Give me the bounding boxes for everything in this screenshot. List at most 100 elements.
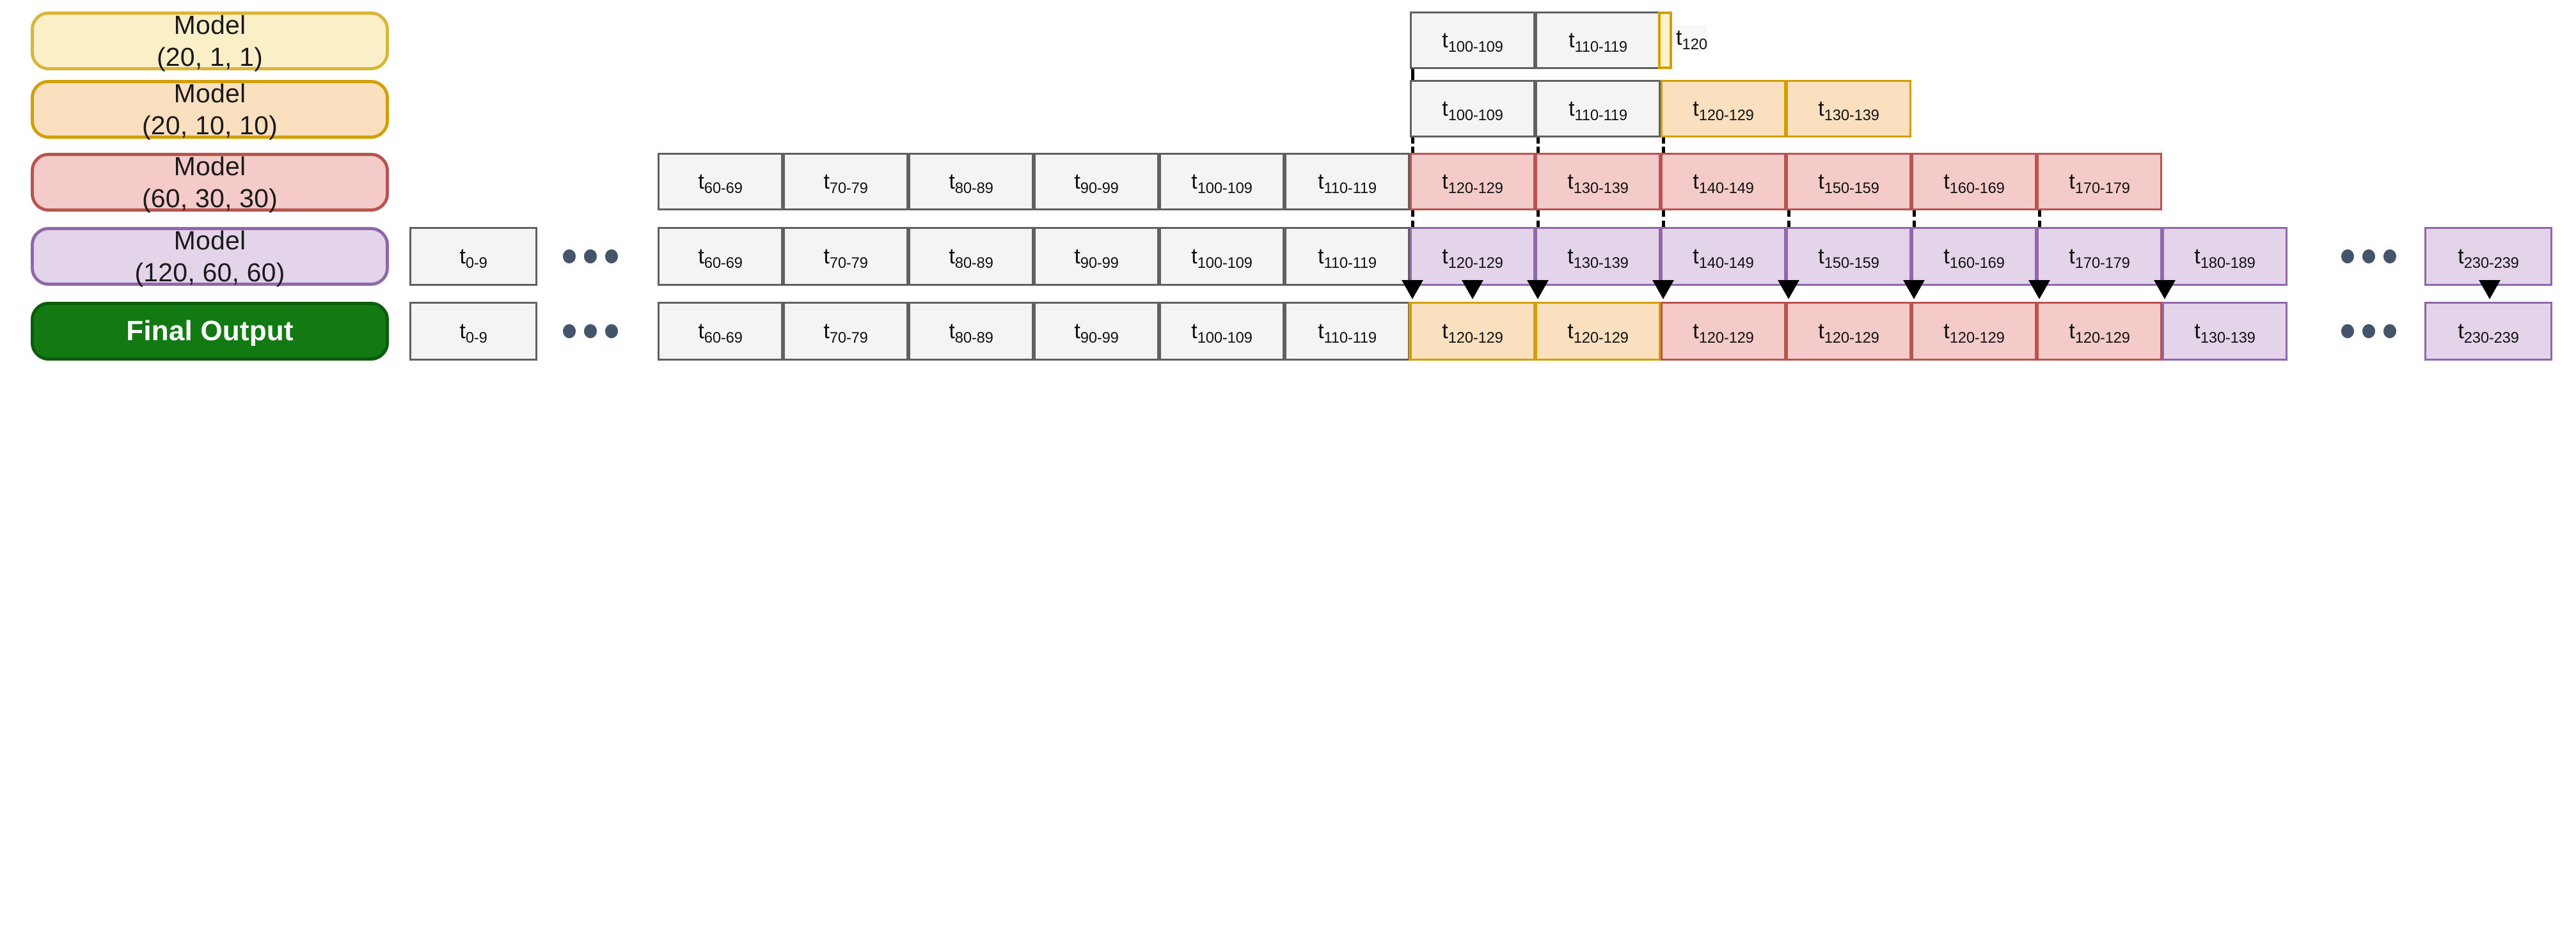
row-label-model-20-10-10[interactable]: Model (20, 10, 10) bbox=[31, 78, 389, 140]
token-label: t70-79 bbox=[823, 244, 868, 272]
token-label: t100-109 bbox=[1191, 169, 1252, 197]
cell-r2-c0: t100-109 bbox=[1410, 80, 1535, 137]
token-label: t140-149 bbox=[1693, 244, 1754, 272]
connector-r2-to-r3-1 bbox=[1537, 137, 1540, 153]
token-label: t180-189 bbox=[2194, 244, 2256, 272]
cell-r4-c2: t80-89 bbox=[908, 227, 1034, 286]
token-label: t130-139 bbox=[1818, 96, 1879, 124]
connector-r3-to-r4-4 bbox=[1913, 210, 1916, 227]
row-label-final-output[interactable]: Final Output bbox=[31, 302, 389, 361]
cell-r4-c11: t170-179 bbox=[2037, 227, 2162, 286]
row-label-model-120-60-60[interactable]: Model (120, 60, 60) bbox=[31, 226, 389, 287]
connector-r2-to-r3-a bbox=[1411, 137, 1414, 153]
cell-r1-c1: t110-119 bbox=[1535, 12, 1661, 69]
token-label: t160-169 bbox=[1943, 244, 2005, 272]
cell-r4-c7: t130-139 bbox=[1535, 227, 1661, 286]
cell-r5-c8: t120-129 bbox=[1535, 302, 1661, 361]
token-label: t170-179 bbox=[2069, 244, 2130, 272]
token-label: t120-129 bbox=[1442, 169, 1503, 197]
token-label: t100-109 bbox=[1442, 96, 1503, 124]
cell-r4-c0: t60-69 bbox=[658, 227, 783, 286]
cell-r5-c11: t120-129 bbox=[1911, 302, 2037, 361]
token-label: t80-89 bbox=[949, 244, 993, 272]
token-label: t0-9 bbox=[459, 244, 487, 272]
cell-r4-c3: t90-99 bbox=[1034, 227, 1159, 286]
cell-r5-lead: t0-9 bbox=[409, 302, 537, 361]
token-label: t160-169 bbox=[1943, 169, 2005, 197]
connector-r3-to-r4-2 bbox=[1662, 210, 1665, 227]
token-label: t130-139 bbox=[1567, 244, 1629, 272]
row-label-text: Final Output bbox=[126, 315, 294, 347]
arrowhead-4 bbox=[1778, 280, 1799, 299]
token-label: t80-89 bbox=[949, 169, 993, 197]
token-label: t110-119 bbox=[1318, 169, 1377, 197]
cell-r5-c1: t70-79 bbox=[783, 302, 908, 361]
cell-r4-lead: t0-9 bbox=[409, 227, 537, 286]
cell-r4-c5: t110-119 bbox=[1284, 227, 1410, 286]
cell-r4-c6: t120-129 bbox=[1410, 227, 1535, 286]
cell-r5-c13: t130-139 bbox=[2162, 302, 2288, 361]
token-label: t100-109 bbox=[1191, 244, 1252, 272]
cell-r3-c10: t160-169 bbox=[1911, 153, 2037, 210]
token-label: t110-119 bbox=[1318, 244, 1377, 272]
connector-r3-to-r4-5 bbox=[2038, 210, 2041, 227]
arrowhead-6 bbox=[2028, 280, 2050, 299]
token-label: t120-129 bbox=[2069, 318, 2130, 347]
cell-r4-c8: t140-149 bbox=[1661, 227, 1786, 286]
row-label-text: Model (20, 1, 1) bbox=[156, 10, 264, 72]
token-label: t230-239 bbox=[2458, 318, 2519, 347]
token-label: t170-179 bbox=[2069, 169, 2130, 197]
loose-token-label-t120: t120 bbox=[1676, 26, 1708, 54]
arrowhead-5 bbox=[1903, 280, 1925, 299]
token-label: t0-9 bbox=[459, 318, 487, 347]
token-label: t90-99 bbox=[1074, 318, 1119, 347]
token-label: t120-129 bbox=[1693, 318, 1754, 347]
cell-r5-c9: t120-129 bbox=[1661, 302, 1786, 361]
ellipsis-r5-right bbox=[2341, 324, 2396, 338]
cell-r3-c8: t140-149 bbox=[1661, 153, 1786, 210]
row-label-model-60-30-30[interactable]: Model (60, 30, 30) bbox=[31, 152, 389, 213]
arrowhead-3 bbox=[1652, 280, 1674, 299]
ellipsis-r4-right bbox=[2341, 249, 2396, 263]
row-label-model-20-1-1[interactable]: Model (20, 1, 1) bbox=[31, 10, 389, 72]
token-label: t110-119 bbox=[1318, 318, 1377, 347]
token-label: t140-149 bbox=[1693, 169, 1754, 197]
cell-r3-c0: t60-69 bbox=[658, 153, 783, 210]
token-label: t110-119 bbox=[1569, 96, 1627, 124]
cell-r3-c7: t130-139 bbox=[1535, 153, 1661, 210]
cell-r5-c12: t120-129 bbox=[2037, 302, 2162, 361]
ellipsis-r5-left bbox=[563, 324, 618, 338]
cell-r3-c11: t170-179 bbox=[2037, 153, 2162, 210]
cell-r4-c9: t150-159 bbox=[1786, 227, 1911, 286]
token-label: t100-109 bbox=[1191, 318, 1252, 347]
arrowhead-7 bbox=[2154, 280, 2176, 299]
cell-r3-c9: t150-159 bbox=[1786, 153, 1911, 210]
cell-r2-c2: t120-129 bbox=[1661, 80, 1786, 137]
token-label: t70-79 bbox=[823, 169, 868, 197]
token-label: t130-139 bbox=[1567, 169, 1629, 197]
cell-r4-c12: t180-189 bbox=[2162, 227, 2288, 286]
token-label: t90-99 bbox=[1074, 244, 1119, 272]
cell-r5-c10: t120-129 bbox=[1786, 302, 1911, 361]
cell-r3-c6: t120-129 bbox=[1410, 153, 1535, 210]
token-label: t120-129 bbox=[1442, 318, 1503, 347]
token-label: t120-129 bbox=[1818, 318, 1879, 347]
cell-r2-c1: t110-119 bbox=[1535, 80, 1661, 137]
token-label: t130-139 bbox=[2194, 318, 2256, 347]
row-label-text: Model (20, 10, 10) bbox=[141, 78, 278, 140]
cell-r5-c7: t120-129 bbox=[1410, 302, 1535, 361]
arrowhead-8 bbox=[2479, 280, 2501, 299]
token-label: t60-69 bbox=[698, 169, 743, 197]
token-label: t60-69 bbox=[698, 244, 743, 272]
cell-r4-tail: t230-239 bbox=[2424, 227, 2552, 286]
cell-r5-c4: t100-109 bbox=[1159, 302, 1284, 361]
cell-r3-c2: t80-89 bbox=[908, 153, 1034, 210]
cell-r4-c1: t70-79 bbox=[783, 227, 908, 286]
token-label: t60-69 bbox=[698, 318, 743, 347]
cell-r1-c0: t100-109 bbox=[1410, 12, 1535, 69]
arrowhead-2 bbox=[1527, 280, 1549, 299]
token-label: t120-129 bbox=[1567, 318, 1629, 347]
token-label: t150-159 bbox=[1818, 169, 1879, 197]
cell-r5-tail: t230-239 bbox=[2424, 302, 2552, 361]
